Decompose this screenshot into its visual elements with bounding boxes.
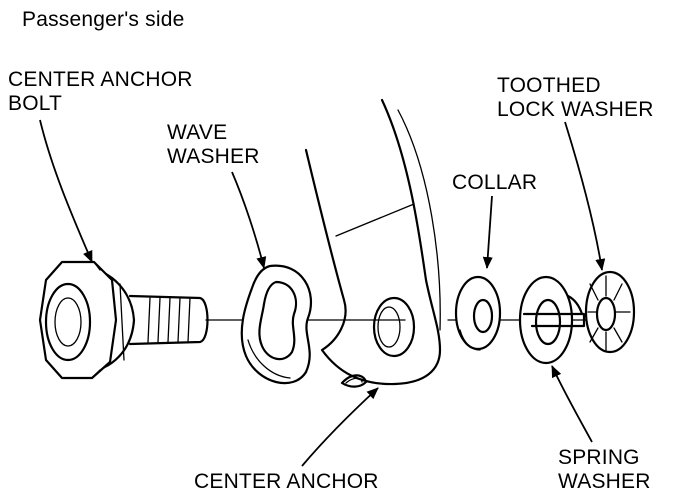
label-line: CENTER ANCHOR bbox=[8, 68, 193, 91]
leader-toothed-lock-washer bbox=[564, 121, 606, 271]
diagram-title: Passenger's side bbox=[22, 8, 185, 31]
label-line: BOLT bbox=[8, 92, 63, 115]
leader-collar bbox=[482, 195, 493, 269]
label-line: WASHER bbox=[167, 145, 260, 168]
leader-lines bbox=[39, 119, 606, 467]
label-line: CENTER ANCHOR bbox=[194, 470, 379, 493]
leader-spring-washer bbox=[551, 365, 593, 443]
label-line: COLLAR bbox=[452, 171, 538, 194]
label-spring-washer: SPRING WASHER bbox=[558, 446, 651, 494]
leader-center-anchor bbox=[301, 387, 379, 467]
label-center-anchor-bolt: CENTER ANCHOR BOLT bbox=[8, 68, 193, 116]
center-anchor-bolt-part bbox=[38, 260, 209, 380]
toothed-lock-washer-part bbox=[584, 270, 636, 354]
center-anchor-part bbox=[304, 98, 442, 388]
label-line: WASHER bbox=[558, 470, 651, 493]
wave-washer-part bbox=[240, 264, 313, 385]
label-line: WAVE bbox=[167, 121, 228, 144]
label-collar: COLLAR bbox=[452, 171, 537, 195]
label-line: LOCK WASHER bbox=[497, 98, 654, 121]
label-line: SPRING bbox=[558, 446, 640, 469]
leader-wave-washer bbox=[231, 171, 267, 269]
label-line: TOOTHED bbox=[497, 74, 601, 97]
leader-center-anchor-bolt bbox=[39, 119, 93, 263]
collar-part bbox=[454, 275, 502, 351]
label-center-anchor: CENTER ANCHOR bbox=[194, 470, 379, 494]
label-wave-washer: WAVE WASHER bbox=[167, 121, 260, 169]
spring-washer-part bbox=[518, 275, 586, 365]
label-toothed-lock-washer: TOOTHED LOCK WASHER bbox=[497, 74, 654, 122]
